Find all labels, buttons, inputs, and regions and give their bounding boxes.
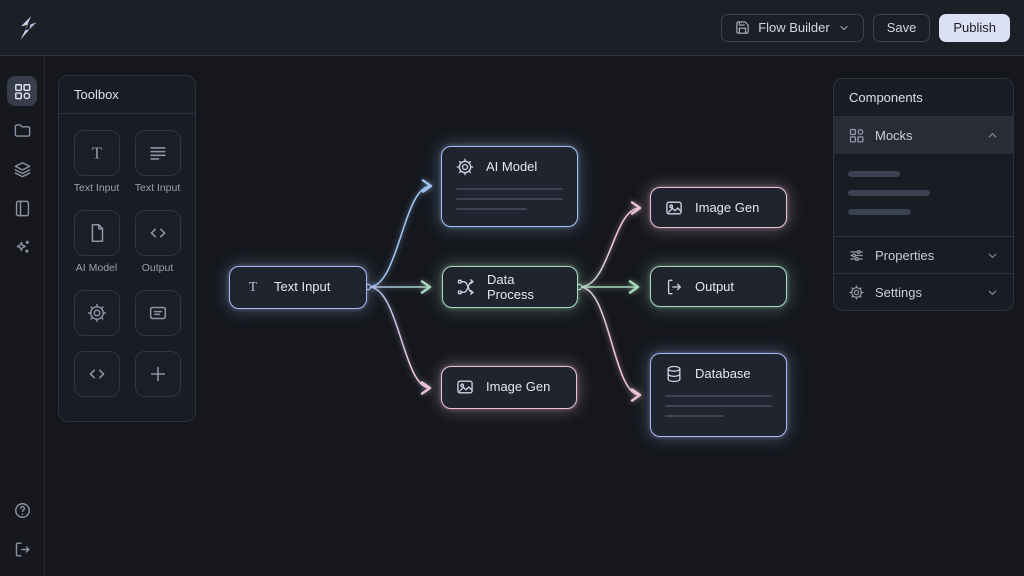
image-icon [664, 198, 684, 218]
sidebar-item-dashboard[interactable] [7, 76, 37, 106]
node-image-gen-right[interactable]: Image Gen [650, 187, 787, 228]
svg-text:T: T [249, 279, 257, 294]
image-icon [455, 377, 475, 397]
chevron-down-icon [838, 22, 850, 34]
sparkles-icon [13, 238, 32, 257]
svg-text:T: T [91, 144, 102, 163]
node-image-gen-center[interactable]: Image Gen [441, 366, 577, 409]
node-output[interactable]: Output [650, 266, 787, 307]
section-properties[interactable]: Properties [834, 236, 1013, 273]
section-label: Mocks [875, 128, 913, 143]
toolbox-item-output[interactable]: Output [134, 210, 181, 275]
toolbox-item-code[interactable] [73, 351, 120, 397]
export-icon [664, 277, 684, 297]
toolbox-title: Toolbox [59, 76, 195, 114]
app-logo-icon[interactable] [14, 13, 44, 43]
node-label: Output [695, 279, 735, 294]
node-database[interactable]: Database [650, 353, 787, 437]
sidebar-item-ai-tools[interactable] [7, 232, 37, 262]
section-settings[interactable]: Settings [834, 273, 1013, 310]
node-skeleton [442, 186, 577, 210]
node-label: Database [695, 366, 751, 381]
toolbox-item-panel[interactable] [134, 290, 181, 336]
left-icon-rail [0, 56, 45, 576]
topbar-actions: Flow Builder Save Publish [721, 13, 1010, 42]
grid-icon [848, 127, 865, 144]
chevron-down-icon [986, 286, 999, 299]
toolbox-panel: Toolbox T Text Input Text Input AI Model [58, 75, 196, 422]
components-panel: Components Mocks Properties [833, 78, 1014, 311]
database-icon [664, 364, 684, 384]
dashboard-grid-icon [13, 82, 32, 101]
logout-icon [13, 540, 32, 559]
layers-icon [13, 160, 32, 179]
toolbox-item-text-input[interactable]: T Text Input [73, 130, 120, 195]
text-icon: T [243, 277, 263, 297]
panel-icon [147, 302, 169, 324]
node-skeleton [651, 393, 786, 417]
toolbox-grid: T Text Input Text Input AI Model [59, 114, 195, 413]
section-mocks[interactable]: Mocks [834, 117, 1013, 154]
sidebar-item-library[interactable] [7, 193, 37, 223]
text-icon: T [85, 141, 109, 165]
node-text-input[interactable]: T Text Input [229, 266, 367, 309]
mocks-skeleton-content [834, 154, 1013, 236]
node-label: Image Gen [695, 200, 760, 215]
cog-icon [455, 157, 475, 177]
topbar: Flow Builder Save Publish [0, 0, 1024, 56]
publish-button[interactable]: Publish [939, 13, 1010, 42]
book-icon [13, 199, 32, 218]
gear-icon [848, 284, 865, 301]
help-icon [13, 501, 32, 520]
node-label: Data Process [487, 271, 534, 302]
shuffle-icon [456, 277, 476, 297]
chevron-up-icon [986, 129, 999, 142]
sidebar-item-help[interactable] [7, 495, 37, 525]
sliders-icon [848, 247, 865, 264]
node-label: Text Input [274, 279, 331, 294]
save-disk-icon [735, 20, 750, 35]
gear-icon [86, 302, 108, 324]
save-button[interactable]: Save [872, 13, 931, 42]
node-label: Image Gen [486, 379, 551, 394]
flow-builder-label: Flow Builder [758, 20, 830, 35]
toolbox-item-add[interactable] [134, 351, 181, 397]
plus-icon [147, 363, 169, 385]
folder-icon [13, 121, 32, 140]
file-icon [86, 222, 108, 244]
toolbox-item-text-block[interactable]: Text Input [134, 130, 181, 195]
toolbox-item-ai-model[interactable]: AI Model [73, 210, 120, 275]
sidebar-item-files[interactable] [7, 115, 37, 145]
node-ai-model[interactable]: AI Model [441, 146, 578, 227]
chevron-down-icon [986, 249, 999, 262]
toolbox-item-gear[interactable] [73, 290, 120, 336]
flow-builder-menu-button[interactable]: Flow Builder [721, 13, 864, 42]
align-left-icon [147, 142, 169, 164]
code-icon [86, 363, 108, 385]
section-label: Properties [875, 247, 935, 263]
code-icon [147, 222, 169, 244]
node-data-process[interactable]: Data Process [442, 266, 578, 308]
node-label: AI Model [486, 159, 538, 174]
section-label: Settings [875, 284, 922, 300]
sidebar-item-logout[interactable] [7, 534, 37, 564]
sidebar-item-layers[interactable] [7, 154, 37, 184]
components-title: Components [834, 79, 1013, 117]
